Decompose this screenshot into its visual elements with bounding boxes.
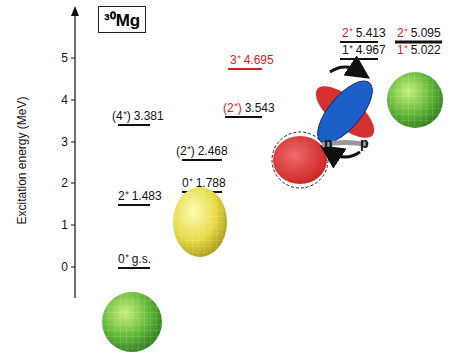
- energy-label: 5.095: [411, 27, 441, 40]
- energy-label: 4.967: [356, 44, 386, 57]
- spin-label: (2⁺): [223, 102, 242, 115]
- sphere-high: [387, 72, 443, 128]
- spin-label: 2⁺: [397, 27, 408, 40]
- spin-label: 1⁺: [397, 44, 408, 57]
- energy-label: 1.788: [196, 177, 226, 190]
- sphere-gs: [102, 292, 162, 352]
- spin-label: 0⁺: [118, 253, 129, 266]
- tick-label: 5: [61, 52, 68, 65]
- tick-label: 4: [61, 94, 68, 107]
- tick-label: 1: [61, 219, 68, 232]
- energy-label: 3.381: [134, 110, 164, 123]
- tick-label: 0: [61, 261, 68, 274]
- nucleon-label: p: [360, 137, 369, 150]
- tick-label: 3: [61, 136, 68, 149]
- energy-label: 4.695: [244, 54, 274, 67]
- energy-label: 5.022: [411, 44, 441, 57]
- title-box: ³⁰Mg: [98, 6, 146, 33]
- spin-label: (4⁺): [112, 110, 131, 123]
- energy-label: 3.543: [245, 102, 275, 115]
- spin-label: (2⁺): [176, 145, 195, 158]
- spin-label: 3⁺: [230, 54, 241, 67]
- tick-label: 2: [61, 177, 68, 190]
- spin-label: 2⁺: [342, 27, 353, 40]
- energy-label: g.s.: [132, 253, 151, 266]
- spin-label: 1⁺: [342, 44, 353, 57]
- axis-title: Excitation energy (MeV): [16, 96, 29, 224]
- energy-label: 1.483: [132, 190, 162, 203]
- spin-label: 2⁺: [118, 190, 129, 203]
- nucleon-label: n: [324, 137, 333, 150]
- energy-label: 2.468: [198, 145, 228, 158]
- spin-label: 0⁺: [182, 177, 193, 190]
- scissors-shape: [308, 67, 382, 157]
- prolate-shape: [173, 187, 227, 257]
- title: ³⁰Mg: [104, 11, 140, 30]
- energy-label: 5.413: [356, 27, 386, 40]
- level-lines: [118, 42, 442, 268]
- energy-axis: [71, 6, 79, 298]
